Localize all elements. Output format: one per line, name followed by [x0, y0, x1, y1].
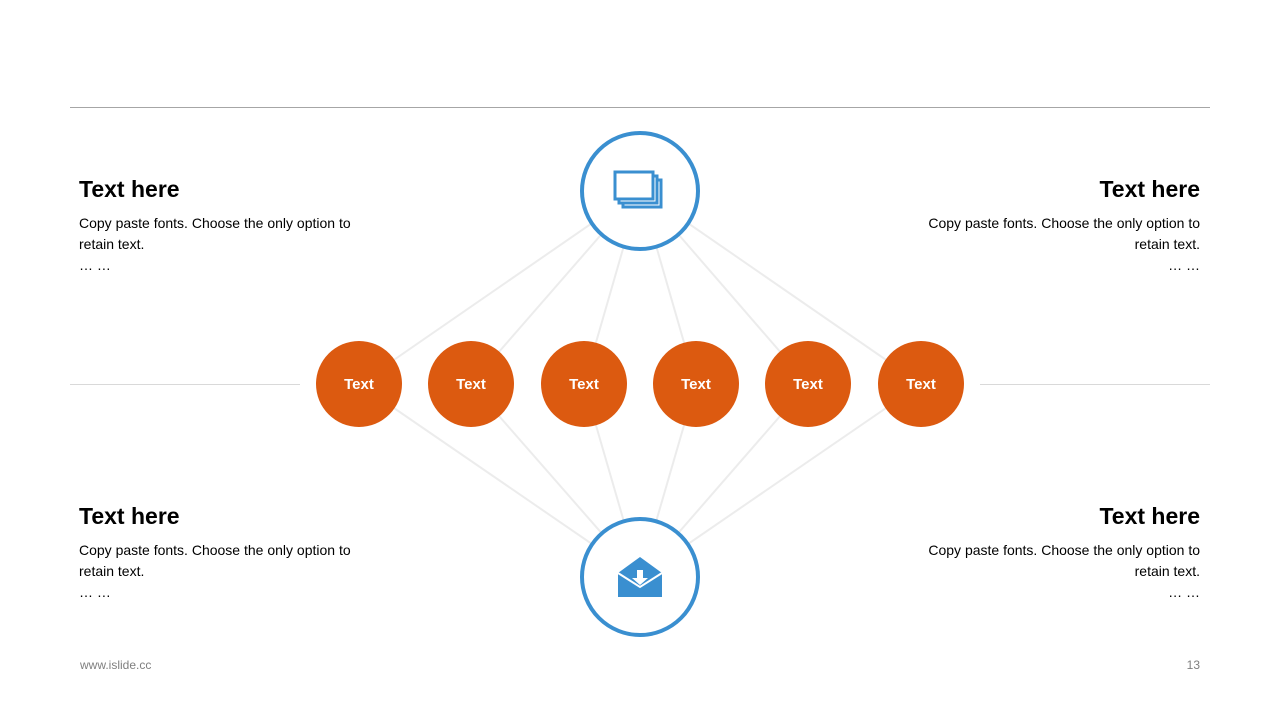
- middle-divider-right: [980, 384, 1210, 385]
- block-ellipsis: … …: [79, 584, 111, 600]
- node-label: Text: [569, 375, 599, 393]
- top-divider: [70, 107, 1210, 108]
- node-4: Text: [653, 341, 739, 427]
- text-block-top-left: Text here Copy paste fonts. Choose the o…: [79, 175, 379, 276]
- text-block-top-right: Text here Copy paste fonts. Choose the o…: [900, 175, 1200, 276]
- node-label: Text: [793, 375, 823, 393]
- block-body: Copy paste fonts. Choose the only option…: [928, 215, 1200, 252]
- block-ellipsis: … …: [1168, 257, 1200, 273]
- bottom-hub: [580, 517, 700, 637]
- block-title: Text here: [1099, 503, 1200, 529]
- node-3: Text: [541, 341, 627, 427]
- node-label: Text: [681, 375, 711, 393]
- block-ellipsis: … …: [79, 257, 111, 273]
- block-title: Text here: [1099, 176, 1200, 202]
- stacked-windows-icon: [613, 170, 663, 209]
- node-label: Text: [344, 375, 374, 393]
- block-body: Copy paste fonts. Choose the only option…: [79, 215, 351, 252]
- text-block-bottom-left: Text here Copy paste fonts. Choose the o…: [79, 502, 379, 603]
- node-label: Text: [456, 375, 486, 393]
- block-ellipsis: … …: [1168, 584, 1200, 600]
- text-block-bottom-right: Text here Copy paste fonts. Choose the o…: [900, 502, 1200, 603]
- node-5: Text: [765, 341, 851, 427]
- node-label: Text: [906, 375, 936, 393]
- footer-website: www.islide.cc: [80, 658, 152, 672]
- block-body: Copy paste fonts. Choose the only option…: [79, 542, 351, 579]
- top-hub: [580, 131, 700, 251]
- envelope-download-icon: [617, 557, 663, 597]
- node-1: Text: [316, 341, 402, 427]
- node-2: Text: [428, 341, 514, 427]
- block-title: Text here: [79, 176, 180, 202]
- page-number: 13: [1186, 658, 1200, 672]
- middle-divider-left: [70, 384, 300, 385]
- node-6: Text: [878, 341, 964, 427]
- block-body: Copy paste fonts. Choose the only option…: [928, 542, 1200, 579]
- block-title: Text here: [79, 503, 180, 529]
